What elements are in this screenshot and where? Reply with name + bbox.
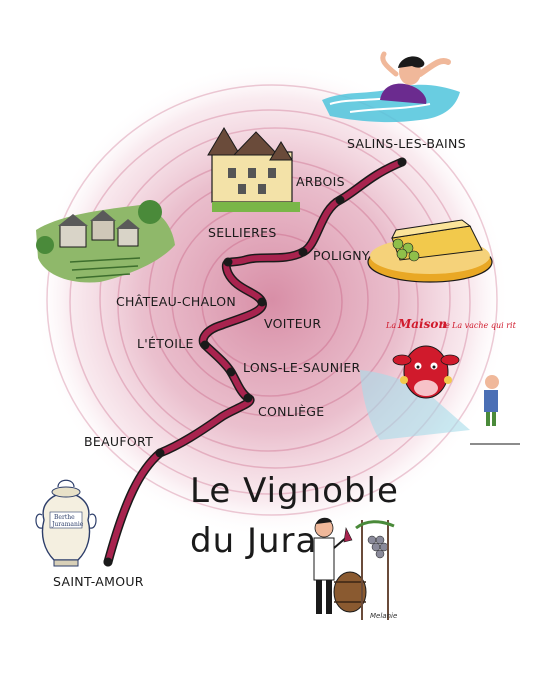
- town-label-salins: SALINS-LES-BAINS: [347, 136, 466, 151]
- town-label-conliege: CONLIÈGE: [258, 404, 324, 419]
- town-label-beaufort: BEAUFORT: [84, 434, 153, 449]
- vase-label-line1: Berthe: [54, 514, 75, 521]
- town-label-arbois: ARBOIS: [296, 174, 345, 189]
- cow-sign-de: de: [440, 321, 450, 330]
- dot-salins: [397, 157, 407, 167]
- dot-etoile: [200, 340, 210, 350]
- chateau-illustration: [207, 127, 300, 212]
- title-line-2: du Jura: [190, 521, 317, 561]
- dot-arbois: [335, 195, 345, 205]
- town-dots: [103, 157, 407, 567]
- dot-saintamour: [103, 557, 113, 567]
- dot-poligny: [298, 247, 308, 257]
- cow-sign-la: La: [385, 321, 396, 330]
- title-line-1: Le Vignoble: [190, 471, 399, 511]
- town-labels: SALINS-LES-BAINS ARBOIS SELLIERES POLIGN…: [53, 136, 466, 589]
- town-label-voiteur: VOITEUR: [264, 316, 321, 331]
- dot-beaufort: [155, 448, 165, 458]
- cow-sign-maison: Maison: [397, 317, 447, 331]
- dot-conliege: [243, 393, 253, 403]
- dot-chateau: [257, 297, 267, 307]
- vase-illustration: Berthe Juramanie: [35, 479, 97, 567]
- town-label-sellieres: SELLIERES: [208, 225, 277, 240]
- cheese-illustration: [367, 219, 493, 283]
- town-label-etoile: L'ÉTOILE: [137, 336, 194, 351]
- town-label-chateau: CHÂTEAU-CHALON: [116, 294, 236, 309]
- artist-signature: Melanie: [370, 612, 397, 620]
- vase-label-line2: Juramanie: [51, 521, 84, 528]
- wine-taster-illustration: Melanie: [313, 517, 397, 620]
- dot-sellieres: [223, 257, 233, 267]
- town-label-saintamour: SAINT-AMOUR: [53, 574, 144, 589]
- town-label-poligny: POLIGNY: [313, 248, 370, 263]
- laughing-cow-illustration: La Maison de La vache qui rit: [360, 317, 520, 445]
- town-label-lons: LONS-LE-SAUNIER: [243, 360, 361, 375]
- village-illustration: [36, 200, 175, 283]
- dot-lons: [226, 367, 236, 377]
- swirl-background: [34, 62, 510, 538]
- swimmer-illustration: [322, 51, 460, 123]
- map-title: Le Vignoble du Jura: [190, 471, 399, 561]
- cow-sign-brand: La vache qui rit: [451, 321, 517, 330]
